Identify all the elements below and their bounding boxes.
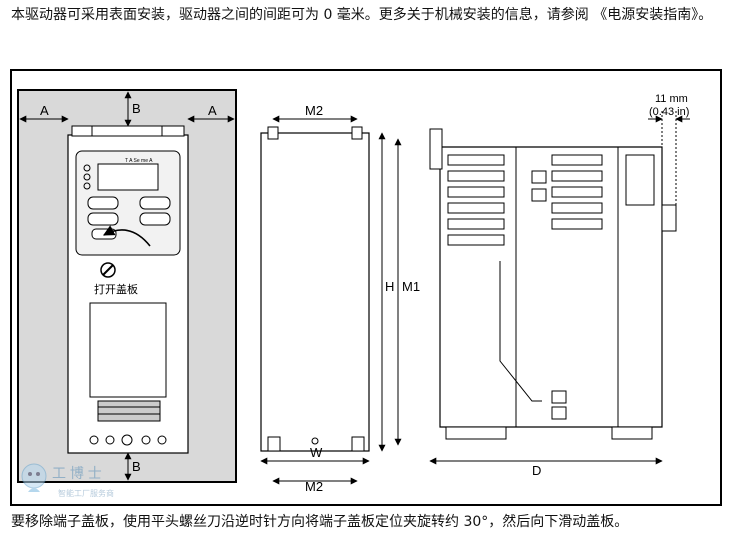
- dim-b-top: B: [132, 101, 141, 116]
- dim-d: D: [532, 463, 541, 478]
- keypad-brand: T A Se me A: [125, 158, 153, 164]
- watermark-line1: 工 博 士: [52, 465, 102, 481]
- front-view: T A Se me A 打开盖板 A A B B: [17, 89, 237, 483]
- mounting-figure: T A Se me A 打开盖板 A A B B: [10, 69, 722, 506]
- mounting-diagram: T A Se me A 打开盖板 A A B B: [17, 89, 690, 494]
- side-view: 11 mm (0.43 in) D: [429, 93, 690, 478]
- dim-m2-bottom: M2: [305, 479, 323, 494]
- dim-m2-top: M2: [305, 103, 323, 118]
- intro-paragraph: 本驱动器可采用表面安装，驱动器之间的间距可为 0 毫米。更多关于机械安装的信息，…: [11, 7, 713, 23]
- open-cover-label: 打开盖板: [94, 282, 138, 296]
- clearance-in: (0.43 in): [649, 106, 689, 118]
- caption-paragraph: 要移除端子盖板，使用平头螺丝刀沿逆时针方向将端子盖板定位夹旋转约 30°，然后向…: [11, 514, 629, 530]
- clearance-mm: 11 mm: [655, 93, 688, 105]
- watermark-line2: 智能工厂服务商: [58, 488, 114, 498]
- dim-m1: M1: [402, 279, 420, 294]
- watermark-logo: 工 博 士 智能工厂服务商: [18, 458, 148, 508]
- dim-w: W: [310, 445, 323, 460]
- dim-b-bottom: B: [132, 459, 141, 474]
- dim-a-left: A: [40, 103, 49, 118]
- dim-a-right: A: [208, 103, 217, 118]
- back-view: M2 W M2 H M1: [260, 103, 420, 494]
- dim-h: H: [385, 279, 394, 294]
